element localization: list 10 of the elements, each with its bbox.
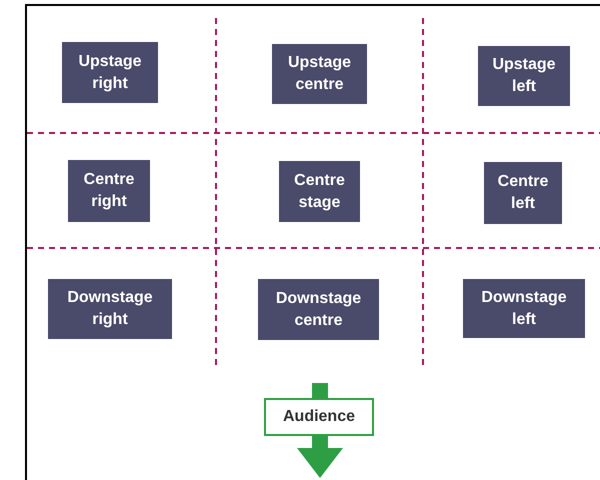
stage-area-box: Centre stage — [279, 161, 360, 222]
stage-area-box: Centre right — [68, 160, 150, 222]
audience-label-box: Audience — [264, 398, 374, 436]
stage-area-box: Upstage left — [478, 46, 570, 106]
stage-area-box: Upstage right — [62, 42, 158, 103]
stage-area-box: Downstage centre — [258, 279, 379, 340]
stage-area-box: Downstage left — [463, 279, 585, 338]
stage-area-box: Downstage right — [48, 279, 172, 339]
stage-area-box: Centre left — [484, 162, 562, 224]
stage-area-box: Upstage centre — [272, 44, 367, 104]
